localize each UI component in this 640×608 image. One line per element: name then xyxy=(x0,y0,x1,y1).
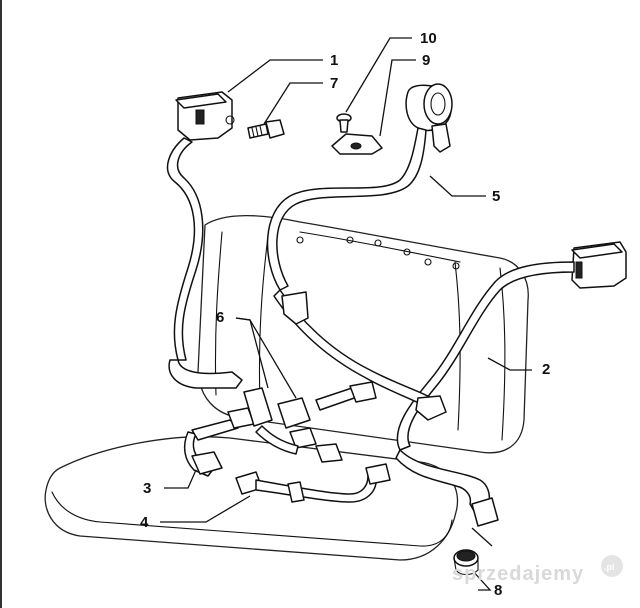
left-buckle-belt xyxy=(183,407,255,477)
callout-9: 9 xyxy=(422,52,430,69)
rear-seat-cushion xyxy=(44,436,458,561)
callout-4: 4 xyxy=(140,514,149,531)
bolt-7 xyxy=(247,119,285,139)
page-edge-line xyxy=(0,0,2,608)
callout-8: 8 xyxy=(494,582,502,599)
callout-5: 5 xyxy=(492,188,500,205)
callout-1: 1 xyxy=(330,52,338,69)
callout-10: 10 xyxy=(420,30,437,47)
callout-7: 7 xyxy=(330,75,338,92)
bracket-9 xyxy=(331,133,383,155)
cap-8 xyxy=(453,549,479,576)
center-lap-belt xyxy=(235,463,391,503)
callout-3: 3 xyxy=(143,480,151,497)
callout-6: 6 xyxy=(216,309,224,326)
right-retractor-assembly xyxy=(395,241,627,527)
callout-2: 2 xyxy=(542,361,550,378)
watermark-badge-icon xyxy=(601,555,623,577)
callout-labels: 1 2 3 4 5 6 7 8 9 10 xyxy=(140,30,550,599)
screw-10 xyxy=(336,113,352,133)
leader-lines xyxy=(160,37,532,591)
left-retractor-assembly xyxy=(166,91,243,389)
watermark-text: sprzedajemy xyxy=(452,563,584,585)
watermark: sprzedajemy .pl xyxy=(452,555,623,585)
watermark-badge-text: .pl xyxy=(604,562,615,572)
center-retractor-assembly xyxy=(266,83,453,421)
center-buckle-set xyxy=(243,381,377,463)
